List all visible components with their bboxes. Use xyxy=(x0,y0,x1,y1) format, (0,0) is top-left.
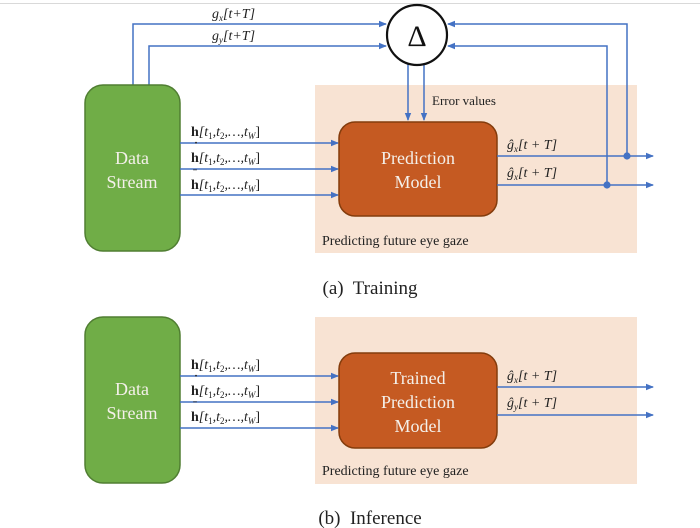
inference-model-label-1: Trained xyxy=(390,368,445,388)
inference-input-label-2: ˙ h[t1,t2,…,tW] xyxy=(191,372,260,400)
inference-input-label-1: h[t1,t2,…,tW] xyxy=(191,358,260,374)
delta-comparator xyxy=(385,3,449,67)
gx-truth-line xyxy=(132,20,387,86)
gx-hat-feedback-line xyxy=(447,20,628,156)
inference-trained-model-box xyxy=(338,352,498,449)
junction-dot-y xyxy=(603,181,611,189)
training-caption: (a) Training xyxy=(323,278,419,299)
inference-region-label: Predicting future eye gaze xyxy=(322,464,469,479)
inference-model-label-2: Prediction xyxy=(381,392,455,412)
svg-text:˙: ˙ xyxy=(194,139,198,153)
inference-data-stream-box xyxy=(84,316,181,484)
svg-text:h[t1,t2,…,tW]: h[t1,t2,…,tW] xyxy=(191,125,260,141)
training-input-label-2: ˙ h[t1,t2,…,tW] xyxy=(191,139,260,167)
junction-dot-x xyxy=(623,152,631,160)
delta-symbol: Δ xyxy=(407,20,426,53)
inference-caption: (b) Inference xyxy=(318,508,421,528)
svg-text:¨: ¨ xyxy=(193,398,197,412)
training-region-label: Predicting future eye gaze xyxy=(322,234,469,249)
svg-text:h[t1,t2,…,tW]: h[t1,t2,…,tW] xyxy=(191,384,260,400)
gx-truth-label: gx[t+T] xyxy=(212,7,255,23)
svg-text:˙: ˙ xyxy=(194,372,198,386)
training-input-label-1: h[t1,t2,…,tW] xyxy=(191,125,260,141)
error-values-label: Error values xyxy=(432,93,496,108)
training-data-stream-label-2: Stream xyxy=(107,172,158,192)
training-output-label-y: ĝx[t + T] xyxy=(507,166,557,182)
gy-truth-label: gy[t+T] xyxy=(212,29,255,45)
inference-panel: Data Stream h[t1,t2,…,tW] ˙ h[t1,t2,…,tW… xyxy=(84,316,654,528)
training-input-label-3: ¨ h[t1,t2,…,tW] xyxy=(191,166,260,194)
svg-text:¨: ¨ xyxy=(193,166,197,180)
svg-text:h[t1,t2,…,tW]: h[t1,t2,…,tW] xyxy=(191,358,260,374)
gy-hat-feedback-line xyxy=(447,42,608,185)
training-data-stream-box xyxy=(84,84,181,252)
svg-text:h[t1,t2,…,tW]: h[t1,t2,…,tW] xyxy=(191,178,260,194)
inference-output-label-y: ĝy[t + T] xyxy=(507,396,557,412)
inference-input-label-3: ¨ h[t1,t2,…,tW] xyxy=(191,398,260,426)
svg-text:h[t1,t2,…,tW]: h[t1,t2,…,tW] xyxy=(191,151,260,167)
inference-model-label-3: Model xyxy=(395,416,442,436)
training-prediction-model-box xyxy=(338,121,498,217)
training-model-label-2: Model xyxy=(395,172,442,192)
top-border-line xyxy=(0,3,700,4)
inference-output-label-x: ĝx[t + T] xyxy=(507,369,557,385)
training-panel: Δ Data Stream h[t1,t2,…,tW] ˙ h[t1,t2,…,… xyxy=(84,3,654,299)
training-model-label-1: Prediction xyxy=(381,148,455,168)
svg-text:h[t1,t2,…,tW]: h[t1,t2,…,tW] xyxy=(191,410,260,426)
inference-data-stream-label-2: Stream xyxy=(107,403,158,423)
training-output-label-x: ĝx[t + T] xyxy=(507,138,557,154)
gy-truth-line xyxy=(148,42,387,86)
inference-data-stream-label-1: Data xyxy=(115,379,149,399)
training-data-stream-label-1: Data xyxy=(115,148,149,168)
